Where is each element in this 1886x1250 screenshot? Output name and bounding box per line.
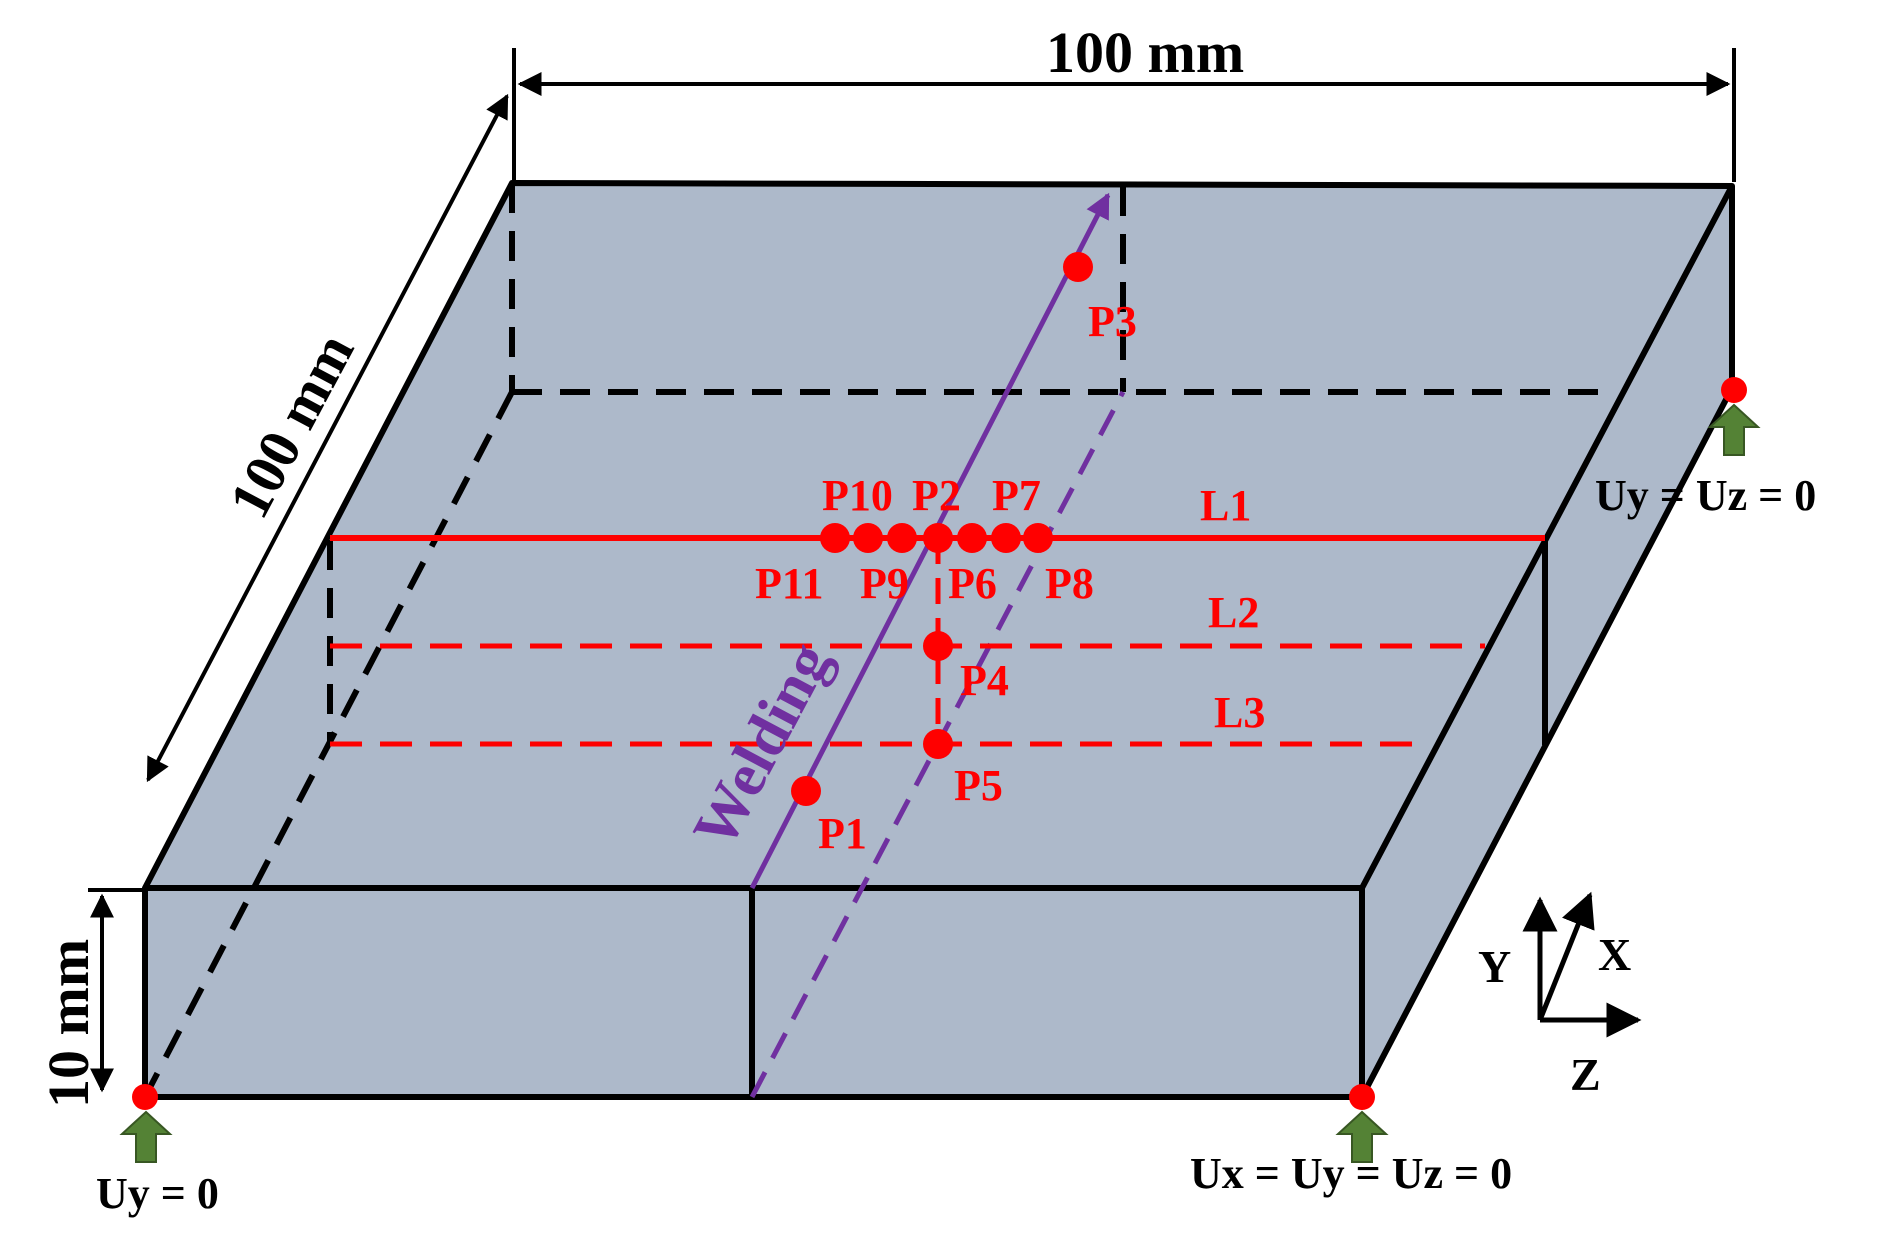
thickness-dimension-label: 10 mm	[36, 939, 101, 1108]
depth-dimension-line	[146, 93, 509, 783]
point-p5-label: P5	[954, 761, 1003, 810]
bc-right-back-label: Uy = Uz = 0	[1595, 471, 1816, 520]
point-p4-marker	[923, 631, 953, 661]
point-p6-label: P6	[948, 559, 997, 608]
depth-dimension-label: 100 mm	[216, 323, 366, 528]
support-right-front-arrow-icon	[1335, 1110, 1389, 1163]
point-p8-marker	[1023, 523, 1053, 553]
point-p1-marker	[791, 776, 821, 806]
width-dimension-label: 100 mm	[1046, 20, 1244, 85]
point-p11-marker	[820, 523, 850, 553]
point-p10-marker	[853, 523, 883, 553]
point-p7-marker	[991, 523, 1021, 553]
point-p5-marker	[923, 729, 953, 759]
bc-left-front-label: Uy = 0	[96, 1169, 219, 1218]
point-p3-marker	[1063, 252, 1093, 282]
support-left-front-arrow-icon	[119, 1110, 173, 1163]
point-p10-label: P10	[822, 471, 893, 520]
point-p7-label: P7	[992, 471, 1041, 520]
x-axis-arrow	[1537, 891, 1595, 1021]
z-axis-label: Z	[1570, 1049, 1601, 1100]
point-p4-label: P4	[960, 656, 1009, 705]
line-L3-label: L3	[1214, 688, 1265, 737]
point-p2-marker	[923, 523, 953, 553]
support-left-front-point	[132, 1084, 158, 1110]
point-p8-label: P8	[1045, 559, 1094, 608]
support-right-back-arrow-icon	[1707, 403, 1761, 456]
line-L2-label: L2	[1208, 588, 1259, 637]
support-right-front-point	[1349, 1084, 1375, 1110]
x-axis-label: X	[1598, 929, 1631, 980]
y-axis-label: Y	[1478, 941, 1511, 992]
measurement-points	[791, 252, 1093, 806]
point-p3-label: P3	[1088, 297, 1137, 346]
point-p9-label: P9	[860, 559, 909, 608]
bc-right-front-label: Ux = Uy = Uz = 0	[1190, 1149, 1512, 1198]
coordinate-axes	[1522, 891, 1642, 1038]
point-p9-marker	[887, 523, 917, 553]
point-p1-label: P1	[818, 809, 867, 858]
point-p2-label: P2	[912, 471, 961, 520]
point-p6-marker	[957, 523, 987, 553]
line-L1-label: L1	[1200, 481, 1251, 530]
support-right-back-point	[1721, 377, 1747, 403]
point-p11-label: P11	[755, 559, 823, 608]
